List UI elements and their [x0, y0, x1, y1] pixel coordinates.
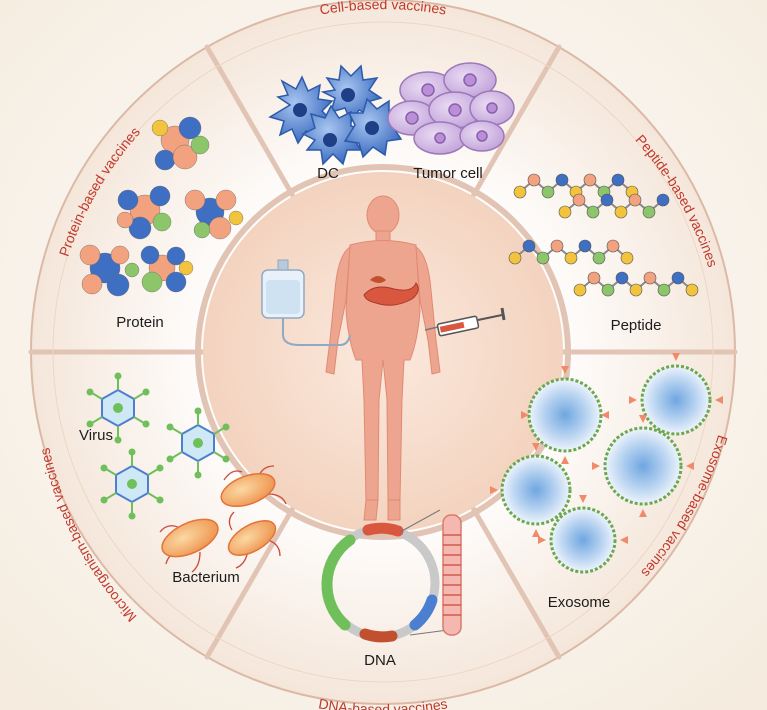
- inner-ring-border: [195, 164, 571, 540]
- tumor-cell-cluster-icon: [387, 62, 515, 155]
- label-bacterium: Bacterium: [172, 569, 240, 586]
- outer-title-band: [52, 21, 714, 683]
- label-protein: Protein: [116, 314, 164, 331]
- protein-clusters-icon: [79, 116, 244, 297]
- dendritic-cell-cluster-icon: [268, 64, 405, 166]
- label-exosome: Exosome: [548, 594, 611, 611]
- plasmid-dna-icon: [321, 509, 462, 643]
- human-body-icon: [325, 195, 441, 521]
- peptide-beads-icon: [508, 173, 699, 297]
- label-tumor-cell: Tumor cell: [413, 165, 482, 182]
- syringe-icon: [424, 307, 506, 337]
- pancreas-icon: [363, 276, 419, 306]
- iv-drip-bag-icon: [261, 259, 351, 346]
- title-cell-based: Cell-based vaccines: [318, 0, 447, 18]
- bacteria-icon: [159, 465, 287, 573]
- label-dna: DNA: [364, 652, 396, 669]
- virus-particles-icon: [86, 372, 230, 520]
- exosome-vesicles-icon: [490, 353, 723, 574]
- label-peptide: Peptide: [611, 317, 662, 334]
- label-virus: Virus: [79, 427, 113, 444]
- label-dc: DC: [317, 165, 339, 182]
- segment-dividers: [28, 44, 738, 660]
